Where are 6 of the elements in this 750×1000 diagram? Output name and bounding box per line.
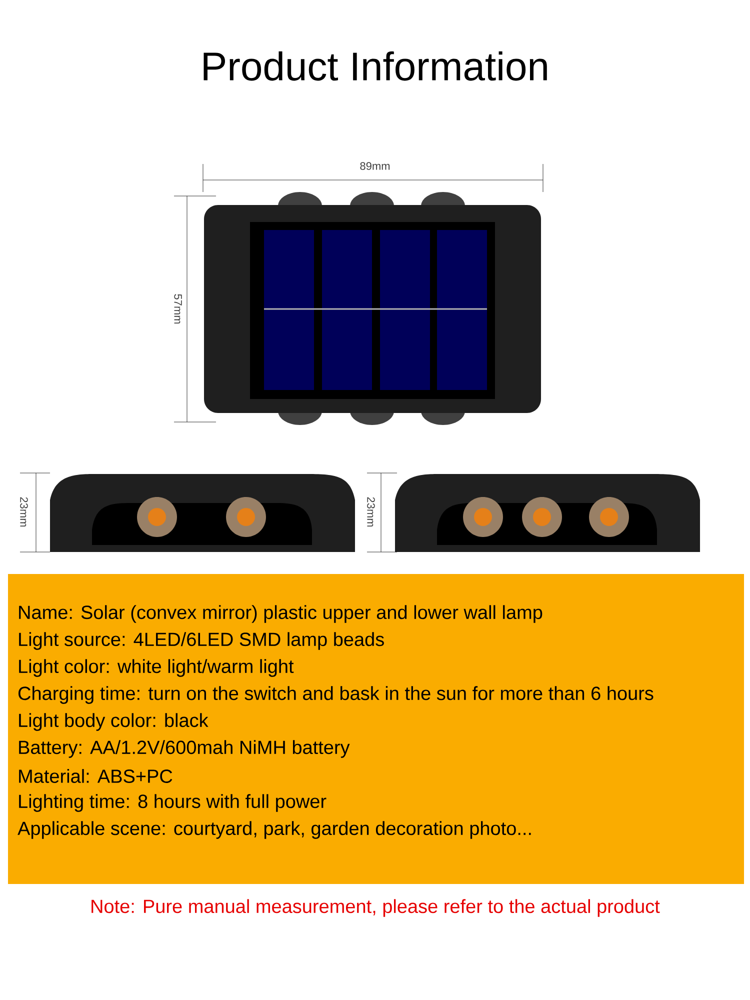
dimension-label: 89mm: [360, 162, 390, 170]
dimension-label: 57mm: [174, 294, 182, 324]
info-panel: Name: Solar (convex mirror) plastic upper and lower wall lamp Light source: 4LED/6LED SMD lamp beads Light color: white light/warm light Charging time: turn on the switch and bask in the sun for more than 6 hours Light body color: black Battery: AA/1.2V/600mah NiMH battery Material: ABS+PC Lighting time: 8 hours with full power Applicable scene: courtyard, park, garden decoration photo...: [8, 574, 744, 884]
dimension-label: 23mm: [367, 497, 375, 527]
dimension-label: 23mm: [20, 497, 28, 527]
title: Product Information: [204, 51, 547, 81]
